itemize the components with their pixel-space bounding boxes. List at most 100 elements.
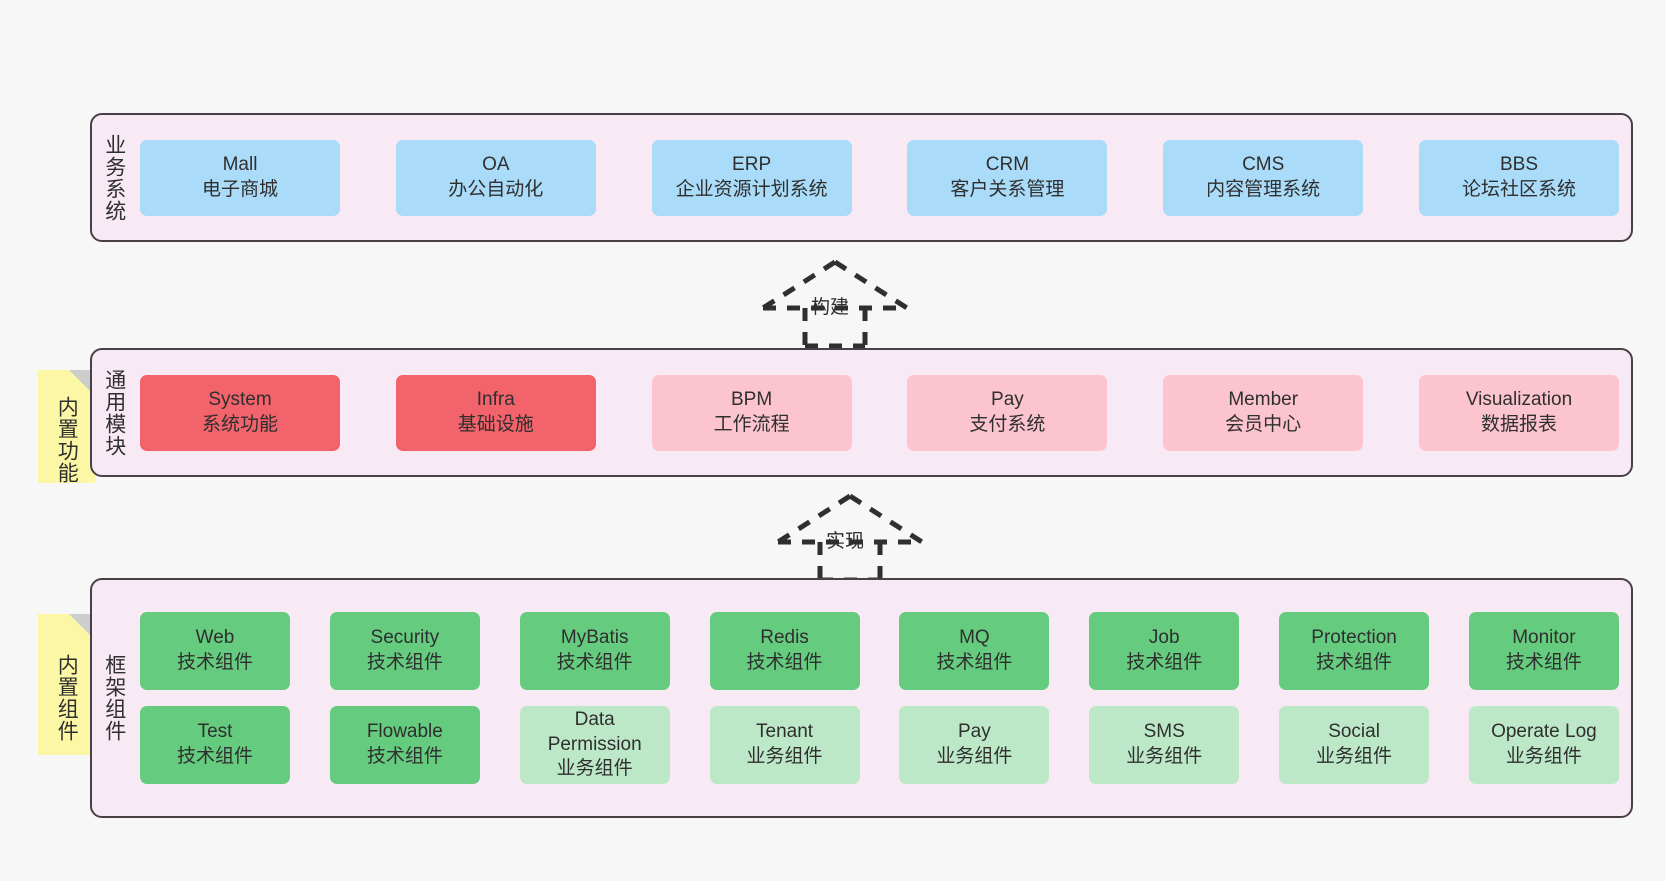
- component-card-subtitle: 客户关系管理: [950, 178, 1065, 200]
- sticky-note-builtin-feature-label: 内置功能: [55, 395, 79, 484]
- component-card[interactable]: SMS 业务组件: [1089, 706, 1240, 784]
- component-card-subtitle: 技术组件: [1316, 652, 1393, 673]
- card-row: Test 技术组件 Flowable 技术组件 Data Permission 业务组件 T…: [140, 706, 1619, 784]
- component-card-subtitle: 支付系统: [969, 413, 1046, 435]
- component-card[interactable]: OA 办公自动化: [395, 139, 596, 216]
- component-card-title: SMS: [1143, 721, 1185, 743]
- component-card[interactable]: Social 业务组件: [1279, 706, 1430, 784]
- component-card-subtitle: 基础设施: [457, 413, 534, 435]
- component-card-subtitle: 业务组件: [936, 746, 1013, 767]
- component-card-subtitle: 电子商城: [201, 178, 278, 200]
- component-card-title: Test: [197, 721, 233, 743]
- layer-common-module-label: 通用模块: [102, 368, 126, 457]
- component-card-subtitle: 系统功能: [201, 413, 278, 435]
- component-card-subtitle: 技术组件: [366, 746, 443, 767]
- component-card-title: Monitor: [1512, 627, 1576, 649]
- component-card-title: ERP: [732, 153, 772, 175]
- component-card[interactable]: Flowable 技术组件: [329, 706, 480, 784]
- component-card-subtitle: 业务组件: [1505, 746, 1582, 767]
- component-card-title: Pay: [958, 721, 991, 743]
- component-card[interactable]: Pay 支付系统: [907, 374, 1108, 451]
- component-card-subtitle: 业务组件: [556, 758, 633, 780]
- component-card-title: System: [208, 388, 272, 410]
- sticky-note-builtin-feature: 内置功能: [38, 370, 95, 484]
- component-card[interactable]: Visualization 数据报表: [1418, 374, 1619, 451]
- component-card-title: MyBatis: [560, 627, 629, 649]
- component-card-title: BBS: [1499, 153, 1538, 175]
- component-card-subtitle: 技术组件: [176, 652, 253, 673]
- component-card-title: Member: [1228, 388, 1299, 410]
- connector-implement: 实现: [770, 492, 930, 583]
- component-card-subtitle: 技术组件: [366, 652, 443, 673]
- connector-build-arrow: [761, 259, 909, 349]
- component-card-title: Mall: [222, 153, 258, 175]
- layer-business-system-label: 业务系统: [102, 133, 126, 222]
- component-card[interactable]: Redis 技术组件: [709, 612, 860, 690]
- component-card-title: Security: [370, 627, 440, 649]
- component-card-title: Social: [1328, 721, 1380, 743]
- component-card-subtitle: 会员中心: [1225, 413, 1302, 435]
- component-card[interactable]: Member 会员中心: [1163, 374, 1364, 451]
- component-card[interactable]: BBS 论坛社区系统: [1418, 139, 1619, 216]
- sticky-note-builtin-component-label: 内置组件: [55, 653, 79, 742]
- component-card-title: CMS: [1242, 153, 1285, 175]
- component-card-subtitle: 业务组件: [1316, 746, 1393, 767]
- component-card[interactable]: Infra 基础设施: [395, 374, 596, 451]
- component-card-title: Flowable: [366, 721, 443, 743]
- connector-build: 构建: [755, 258, 915, 349]
- component-card[interactable]: Security 技术组件: [329, 612, 480, 690]
- component-card-subtitle: 技术组件: [1126, 652, 1203, 673]
- component-card-title: Data Permission: [547, 708, 642, 755]
- component-card-title: OA: [482, 153, 510, 175]
- component-card-title: Tenant: [756, 721, 814, 743]
- component-card[interactable]: Mall 电子商城: [140, 139, 340, 216]
- component-card[interactable]: Pay 业务组件: [899, 706, 1050, 784]
- component-card-subtitle: 企业资源计划系统: [675, 178, 828, 200]
- component-card[interactable]: Job 技术组件: [1089, 612, 1240, 690]
- component-card-subtitle: 工作流程: [713, 413, 790, 435]
- component-card-title: Protection: [1311, 627, 1397, 649]
- component-card-title: Job: [1148, 627, 1180, 649]
- connector-implement-label: 实现: [826, 531, 865, 552]
- layer-common-module-body: System 系统功能 Infra 基础设施 BPM 工作流程 Pay 支付系统 Member 会…: [136, 350, 1631, 475]
- component-card[interactable]: CMS 内容管理系统: [1163, 139, 1364, 216]
- component-card-subtitle: 技术组件: [746, 652, 823, 673]
- component-card[interactable]: ERP 企业资源计划系统: [651, 139, 852, 216]
- component-card[interactable]: Monitor 技术组件: [1468, 612, 1619, 690]
- component-card-title: Web: [195, 627, 235, 649]
- component-card[interactable]: BPM 工作流程: [651, 374, 852, 451]
- component-card-subtitle: 业务组件: [1126, 746, 1203, 767]
- component-card-title: Pay: [991, 388, 1024, 410]
- component-card-title: Infra: [476, 388, 515, 410]
- component-card-subtitle: 技术组件: [176, 746, 253, 767]
- component-card-title: BPM: [731, 388, 773, 410]
- component-card[interactable]: Data Permission 业务组件: [519, 706, 670, 784]
- component-card-subtitle: 技术组件: [1505, 652, 1582, 673]
- component-card-title: Operate Log: [1491, 721, 1597, 743]
- component-card[interactable]: Protection 技术组件: [1279, 612, 1430, 690]
- layer-framework-component-label: 框架组件: [102, 654, 126, 742]
- component-card[interactable]: Test 技术组件: [140, 706, 290, 784]
- component-card[interactable]: Web 技术组件: [140, 612, 290, 690]
- component-card-subtitle: 内容管理系统: [1206, 178, 1321, 200]
- sticky-note-builtin-component: 内置组件: [38, 614, 95, 755]
- component-card[interactable]: Operate Log 业务组件: [1468, 706, 1619, 784]
- layer-common-module: 通用模块 System 系统功能 Infra 基础设施 BPM 工作流程 Pay 支付系统 Me…: [90, 348, 1633, 477]
- component-card-subtitle: 论坛社区系统: [1461, 178, 1576, 200]
- component-card[interactable]: System 系统功能: [140, 374, 340, 451]
- component-card-title: Redis: [760, 627, 809, 649]
- component-card-subtitle: 技术组件: [936, 652, 1013, 673]
- component-card-title: Visualization: [1465, 388, 1573, 410]
- component-card-subtitle: 数据报表: [1480, 413, 1557, 435]
- component-card-subtitle: 办公自动化: [448, 178, 544, 200]
